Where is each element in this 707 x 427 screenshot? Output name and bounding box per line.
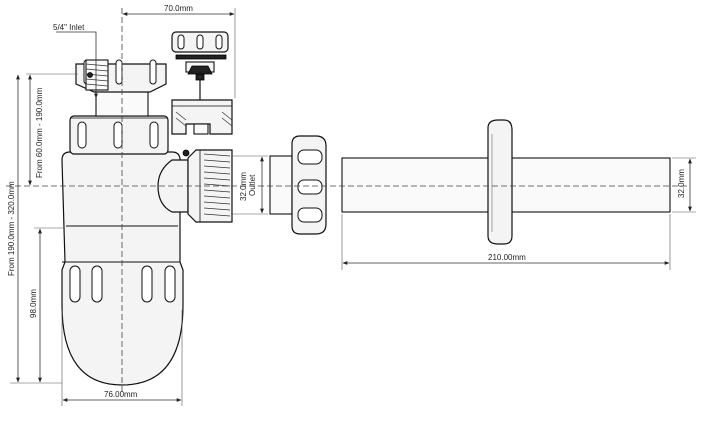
outlet-elbow-cutaway [171,99,233,157]
dim-height-total-label: From 190.0mm - 320.0mm [7,181,16,276]
dim-pipe-length: 210.00mm [341,214,671,270]
dim-inlet-label: 5/4" Inlet [53,23,85,32]
dim-pipe-diameter-label: 32.0mm [677,169,686,198]
dim-body-width: 76.00mm [61,310,183,406]
cup-groove [91,265,103,303]
dim-inlet: 5/4" Inlet [53,23,98,99]
dim-height-upper-label: From 60.0mm - 190.0mm [35,87,44,178]
dim-body-height-label: 98.0mm [29,289,38,318]
cup-groove [164,265,176,303]
dim-height-total: From 190.0mm - 320.0mm [7,74,62,384]
cup-groove [69,265,81,303]
dim-outlet: 32.0mm Outlet [232,155,268,215]
exploded-washer [175,54,227,60]
cup-groove [141,265,153,303]
waste-pipe [341,119,671,245]
trap-upper-nut [69,115,169,155]
outlet-connector-nut [269,135,327,235]
dim-outlet-size-label: 32.0mm [239,172,248,201]
dim-width-top-label: 70.0mm [164,4,193,13]
exploded-waste-plug [185,61,215,100]
dim-pipe-diameter: 32.0mm [672,157,696,213]
dim-body-width-label: 76.00mm [104,390,138,399]
dim-pipe-length-label: 210.00mm [488,253,526,262]
inlet-assembly [75,59,167,117]
dim-width-top: 70.0mm [122,4,236,98]
dim-height-upper: From 60.0mm - 190.0mm [26,73,78,186]
trap-bottle-body [61,151,189,386]
dim-outlet-label: Outlet [248,174,257,196]
dim-body-height: 98.0mm [29,227,64,383]
outlet-threads [203,153,231,217]
exploded-nut [171,31,229,53]
